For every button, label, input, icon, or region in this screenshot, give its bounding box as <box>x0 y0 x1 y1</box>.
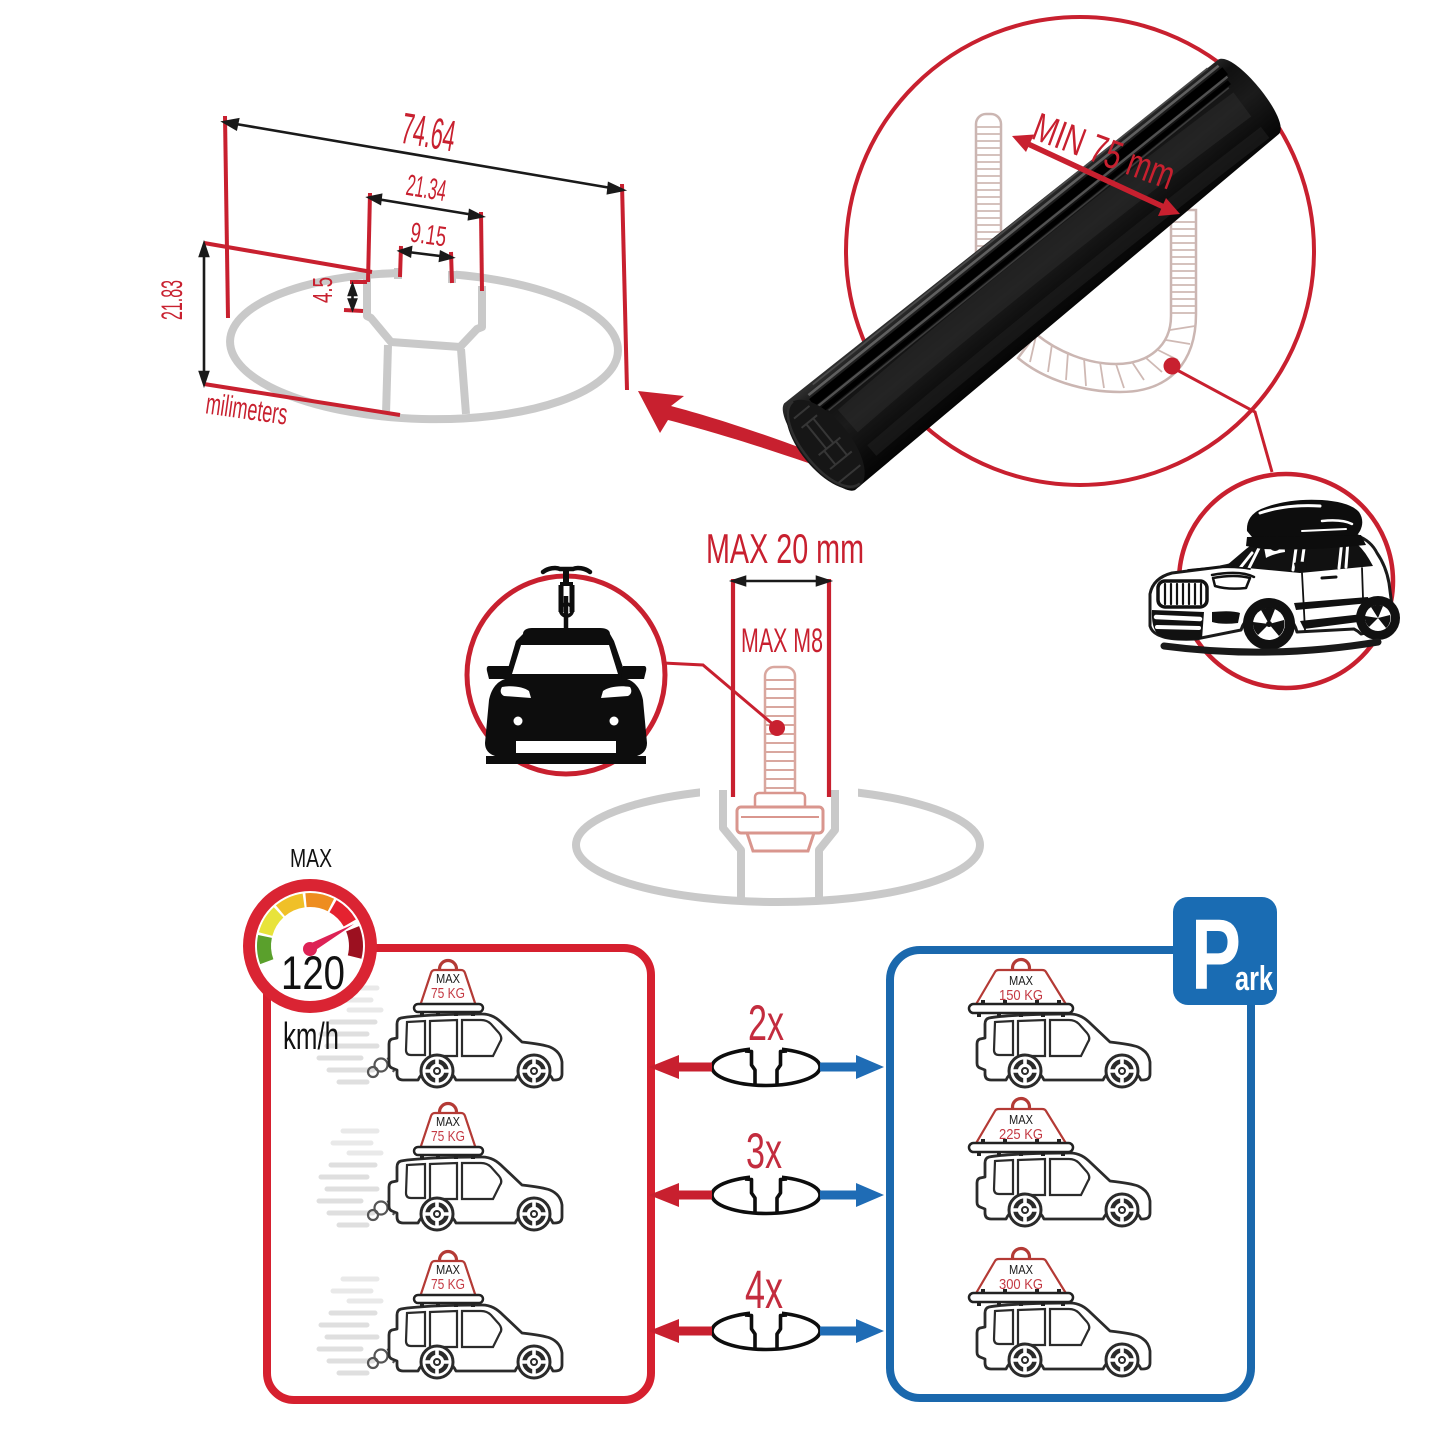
svg-text:4.5: 4.5 <box>307 277 338 303</box>
svg-text:75 KG: 75 KG <box>431 985 465 1002</box>
svg-text:75 KG: 75 KG <box>431 1276 465 1293</box>
svg-text:150 KG: 150 KG <box>999 987 1043 1004</box>
svg-text:74.64: 74.64 <box>398 104 459 161</box>
svg-text:P: P <box>1191 899 1241 1011</box>
svg-text:MAX: MAX <box>1009 1262 1033 1277</box>
svg-text:300 KG: 300 KG <box>999 1276 1043 1293</box>
svg-text:km/h: km/h <box>283 1016 339 1058</box>
svg-text:MAX 20 mm: MAX 20 mm <box>706 525 864 572</box>
svg-text:225 KG: 225 KG <box>999 1126 1043 1143</box>
svg-text:MAX: MAX <box>436 1114 460 1129</box>
svg-text:MAX: MAX <box>1009 973 1033 988</box>
svg-text:21.34: 21.34 <box>404 169 449 208</box>
svg-text:21.83: 21.83 <box>156 280 189 320</box>
svg-text:9.15: 9.15 <box>409 217 449 253</box>
svg-text:2x: 2x <box>748 995 784 1051</box>
svg-text:MAX M8: MAX M8 <box>741 622 823 660</box>
svg-text:75 KG: 75 KG <box>431 1128 465 1145</box>
svg-text:MAX: MAX <box>436 1262 460 1277</box>
svg-text:MAX: MAX <box>290 843 332 873</box>
svg-text:3x: 3x <box>746 1123 782 1179</box>
svg-text:MAX: MAX <box>436 971 460 986</box>
svg-text:120: 120 <box>281 946 345 999</box>
svg-text:ark: ark <box>1235 960 1273 998</box>
svg-text:MAX: MAX <box>1009 1112 1033 1127</box>
